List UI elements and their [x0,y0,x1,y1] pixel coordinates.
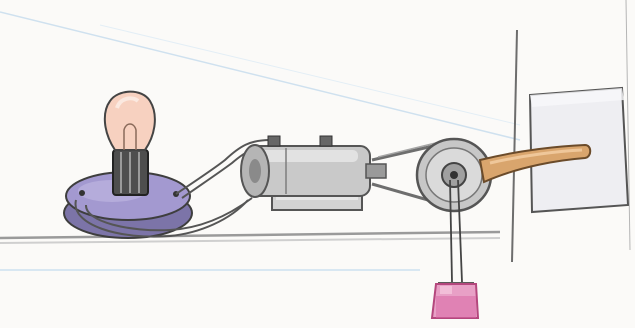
guide-line-top-2 [100,25,520,125]
generator-terminals [268,136,332,146]
table-edge-shadow [0,238,500,243]
wall-edge-right [626,0,630,250]
generator-dynamo [241,145,386,197]
guide-line-top [0,12,520,140]
wall-edge [512,30,517,262]
light-bulb [105,92,155,150]
hanging-weight [432,284,478,318]
pulley-wheel [417,139,491,211]
bulb-socket [113,150,148,195]
table-edge [0,232,500,238]
